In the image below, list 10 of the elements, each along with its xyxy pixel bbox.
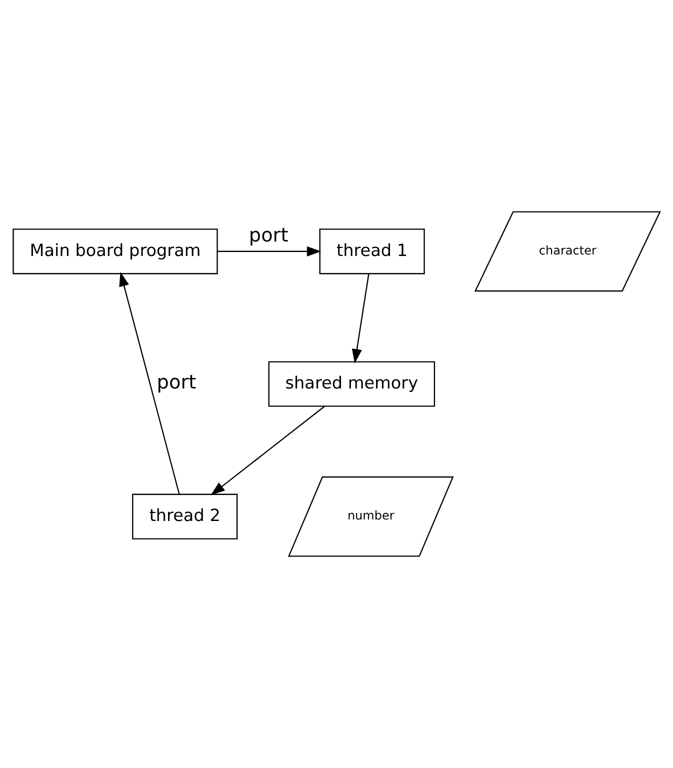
arrow — [218, 246, 322, 256]
arrow — [119, 272, 180, 494]
node-box: shared memory — [268, 361, 436, 407]
node-box: thread 1 — [319, 228, 425, 274]
edge-label: port — [156, 370, 196, 394]
node-box: Main board program — [12, 228, 218, 274]
node-box: thread 2 — [132, 494, 238, 540]
arrow — [352, 274, 370, 364]
edge-label: port — [248, 224, 288, 247]
arrow — [210, 406, 325, 496]
